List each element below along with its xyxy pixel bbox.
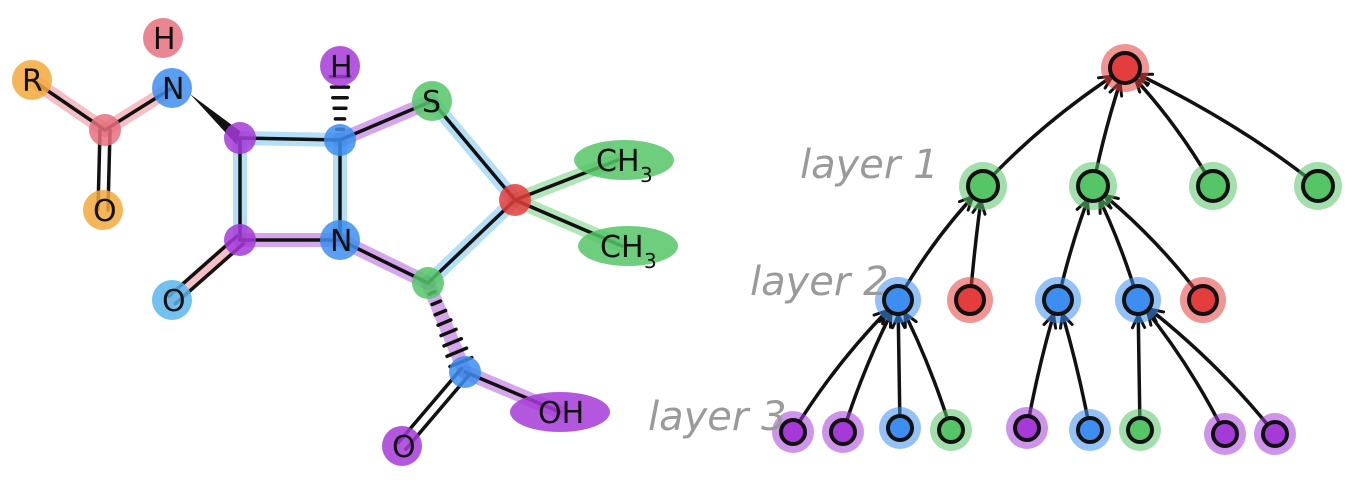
- bond: [238, 136, 342, 142]
- tree-edge: [1136, 298, 1277, 436]
- layer2-node: [882, 284, 914, 316]
- layer3-node: [1211, 420, 1239, 448]
- layer1-node: [1301, 169, 1335, 203]
- atom-label: H: [330, 50, 353, 85]
- carbon-atom: [412, 267, 444, 299]
- hashed-bond: [433, 308, 448, 317]
- atom-highlight: [320, 220, 360, 260]
- atom-subscript: 3: [644, 249, 657, 273]
- atom-label: CH: [596, 144, 640, 179]
- layer3-node: [1013, 414, 1041, 442]
- atom-highlight: [152, 68, 192, 108]
- carbon-atom: [224, 122, 256, 154]
- atom-o2: O: [152, 280, 192, 320]
- atom-label: S: [422, 85, 441, 120]
- carbon-atom: [324, 124, 356, 156]
- layer3-node: [1076, 416, 1104, 444]
- layer2-node: [1042, 284, 1074, 316]
- hashed-bond: [430, 299, 443, 307]
- atom-r: R: [12, 60, 52, 100]
- atom-h2: H: [320, 46, 360, 86]
- bond-highlight: [421, 276, 472, 379]
- atom-s: S: [412, 81, 452, 121]
- atom-highlight: [412, 81, 452, 121]
- atom-highlight: [83, 190, 123, 230]
- layer3-node: [1126, 416, 1154, 444]
- atom-label: O: [392, 430, 416, 465]
- atom-highlight: [143, 18, 183, 58]
- hashed-bond: [436, 318, 453, 327]
- atom-highlight: [320, 46, 360, 86]
- atom-highlight: [578, 226, 678, 266]
- atom-n2: N: [320, 220, 360, 260]
- atom-highlight: [12, 60, 52, 100]
- layer-tree: layer 1 layer 2 layer 3: [648, 44, 1342, 455]
- layer3-node: [886, 414, 914, 442]
- atom-h1: H: [143, 18, 183, 58]
- carbon-atom: [89, 114, 121, 146]
- root-node: [1108, 51, 1142, 85]
- atom-o3: O: [382, 426, 422, 466]
- bond: [430, 99, 517, 202]
- atom-label: N: [162, 72, 184, 107]
- carbon-atom: [449, 356, 481, 388]
- layer3-node: [779, 418, 807, 446]
- layer2-node: [954, 284, 986, 316]
- atom-label: O: [162, 284, 186, 319]
- atom-highlight: [574, 140, 674, 180]
- layer3-node: [829, 418, 857, 446]
- layer3-node: [1261, 420, 1289, 448]
- atom-o1: O: [83, 190, 123, 230]
- hashed-bond: [442, 337, 464, 348]
- layer-label: layer 1: [800, 142, 939, 188]
- atom-n1: N: [152, 68, 192, 108]
- layer-label: layer 2: [750, 259, 889, 305]
- layer-label: layer 3: [648, 394, 787, 440]
- layer2-node: [1122, 284, 1154, 316]
- tree-edge: [1123, 66, 1320, 188]
- layer1-node: [1196, 169, 1230, 203]
- atom-label: R: [22, 64, 43, 99]
- hashed-bond: [439, 327, 458, 338]
- bond: [426, 198, 517, 285]
- atom-highlight: [382, 426, 422, 466]
- hashed-bond: [445, 346, 469, 359]
- atom-label: O: [93, 194, 117, 229]
- atom-label: CH: [600, 230, 644, 265]
- layer2-node: [1187, 284, 1219, 316]
- atom-subscript: 3: [640, 163, 653, 187]
- atom-label: N: [330, 224, 352, 259]
- carbon-atom: [499, 184, 531, 216]
- atom-highlight: [152, 280, 192, 320]
- layer3-node: [937, 416, 965, 444]
- carbon-atom: [224, 224, 256, 256]
- atom-label: H: [153, 22, 176, 57]
- layer1-node: [1076, 169, 1110, 203]
- atom-label: OH: [538, 396, 584, 431]
- layer1-node: [966, 169, 1000, 203]
- atom-oh: OH: [510, 392, 610, 432]
- atom-highlight: [510, 392, 610, 432]
